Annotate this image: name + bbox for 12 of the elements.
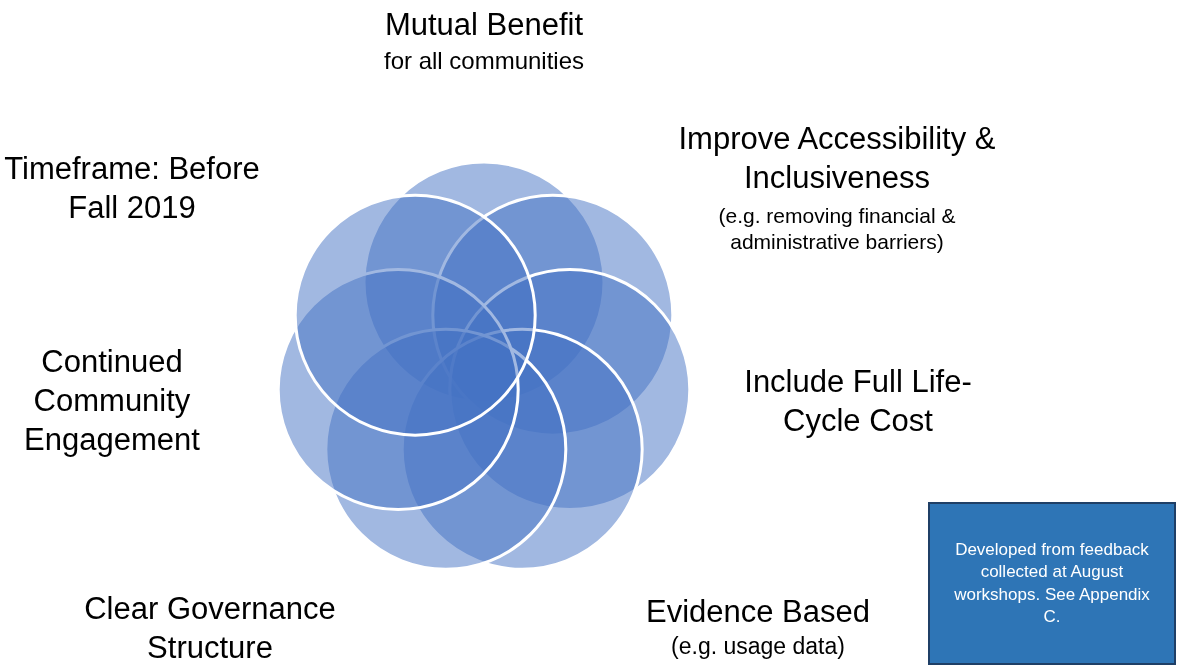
heading-label: Continued Community Engagement <box>23 343 201 459</box>
note-box <box>928 502 1176 665</box>
heading-label: Improve Accessibility & Inclusiveness <box>677 120 997 197</box>
heading-label: Evidence Based <box>644 593 871 631</box>
heading-label: Clear Governance Structure <box>83 590 337 667</box>
heading-label: Timeframe: Before Fall 2019 <box>3 150 261 227</box>
subheading-label: (e.g. usage data) <box>670 632 846 661</box>
subheading-label: for all communities <box>382 46 586 76</box>
subheading-label: (e.g. removing financial & administrative barriers) <box>717 203 957 256</box>
heading-label: Include Full Life-Cycle Cost <box>743 363 973 440</box>
heading-label: Mutual Benefit <box>383 6 585 44</box>
note-text: Developed from feedback collected at August workshops. See Appendix C. <box>953 538 1151 628</box>
